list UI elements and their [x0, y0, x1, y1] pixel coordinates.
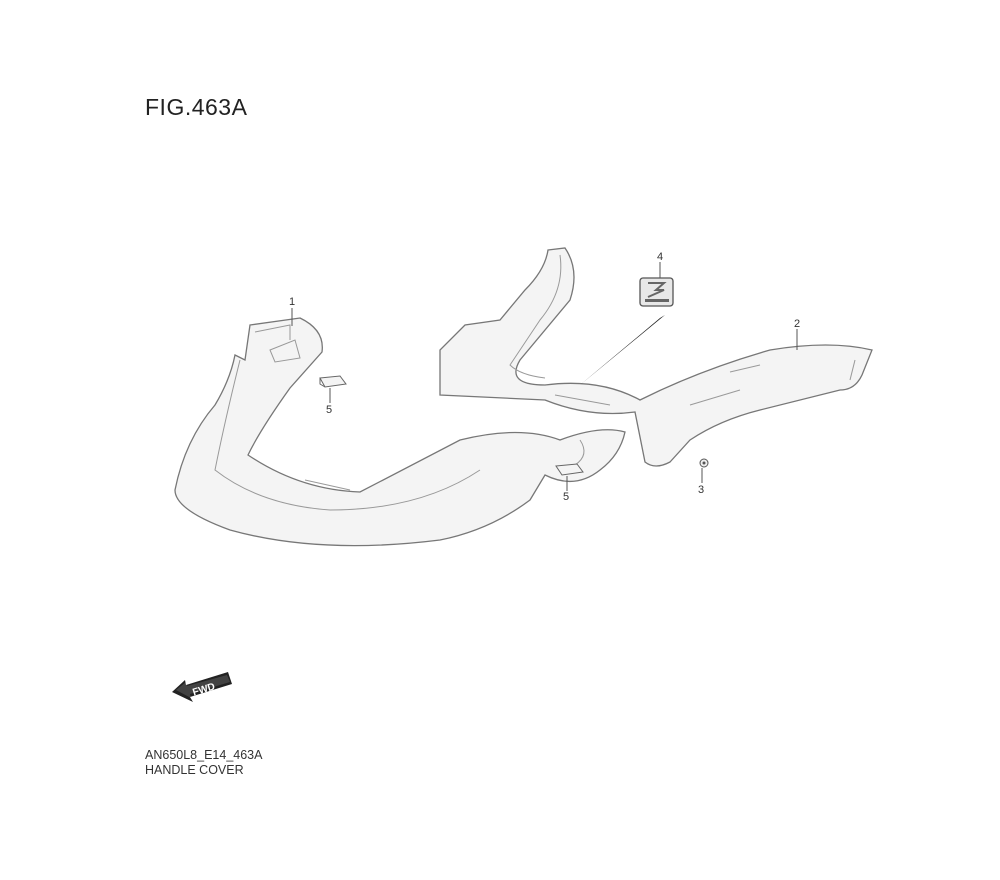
front-handle-cover[interactable]	[174, 317, 626, 547]
callout-4: 4	[657, 251, 663, 263]
rear-handle-cover[interactable]	[439, 247, 873, 467]
figure-code: AN650L8_E14_463A	[145, 748, 263, 762]
figure-caption: HANDLE COVER	[145, 763, 244, 777]
cushion-right[interactable]	[555, 463, 584, 476]
callout-2: 2	[794, 318, 800, 330]
emblem[interactable]	[580, 277, 674, 385]
screw[interactable]	[699, 458, 709, 468]
forward-direction-arrow: FWD	[172, 672, 232, 702]
cushion-left[interactable]	[319, 375, 347, 388]
figure-title: FIG.463A	[145, 94, 248, 120]
callout-1: 1	[289, 296, 295, 308]
callout-3: 3	[698, 484, 704, 496]
callout-5-right: 5	[563, 491, 569, 503]
callout-5-left: 5	[326, 404, 332, 416]
